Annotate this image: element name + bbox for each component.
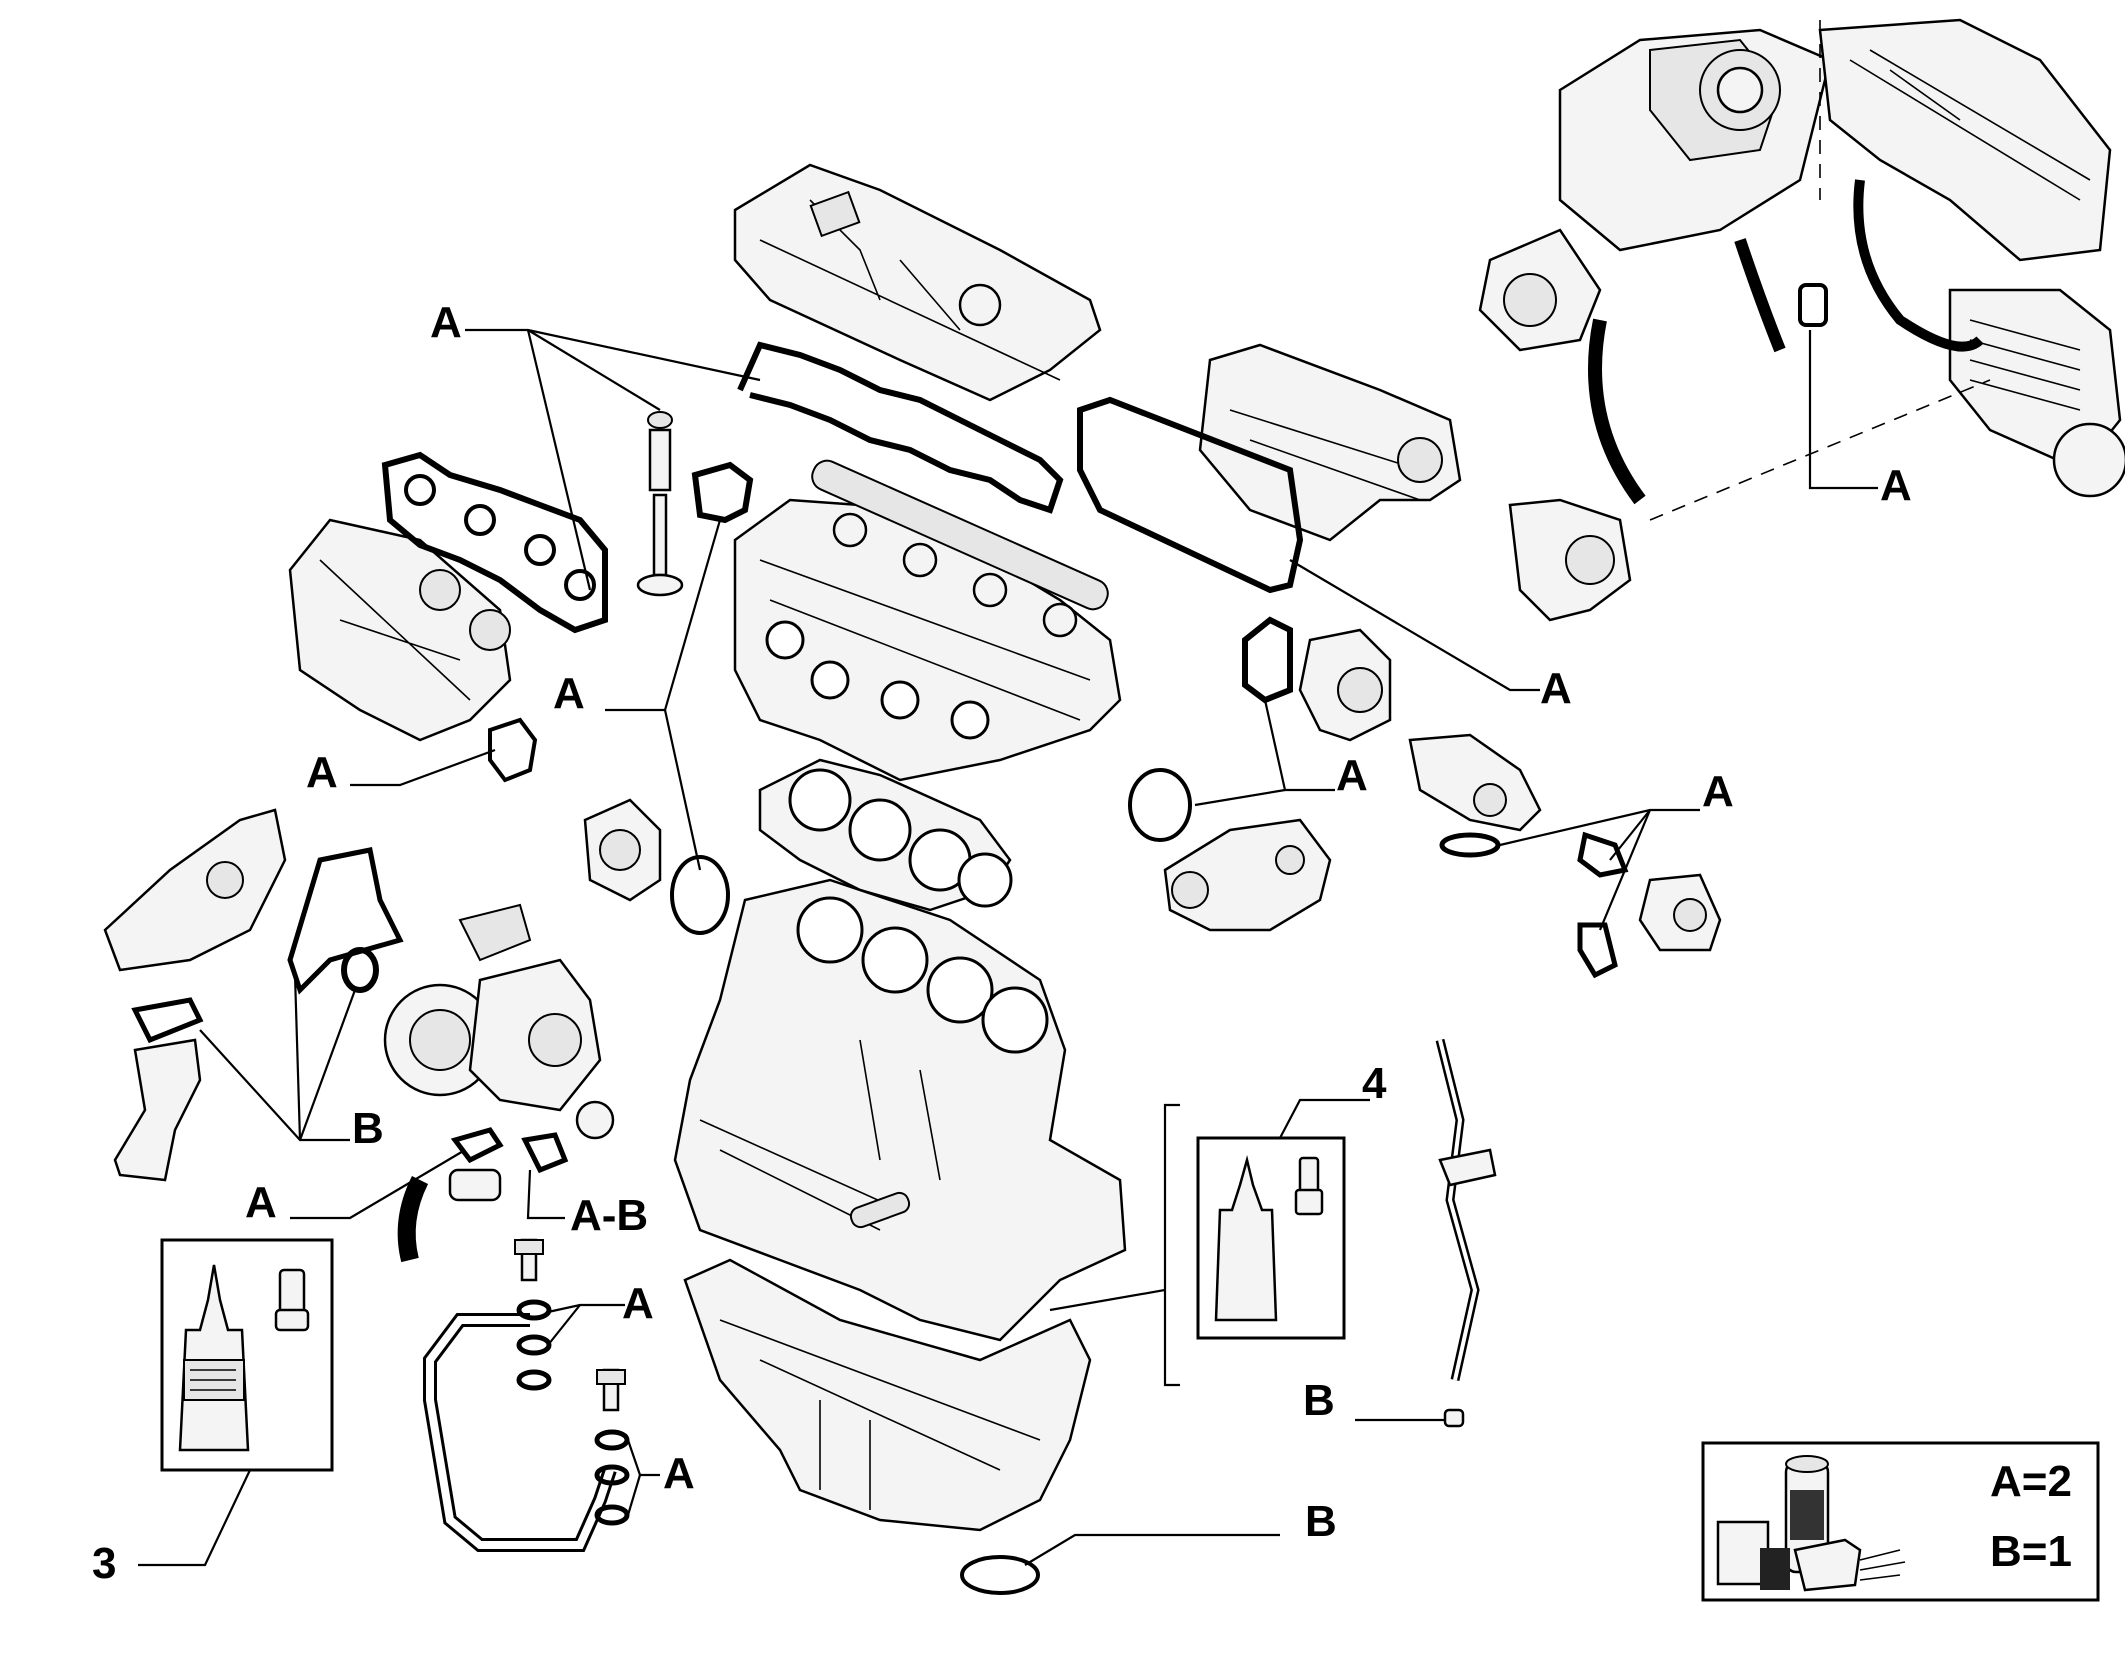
- exhaust-manifold: [288, 518, 512, 742]
- camshaft: [811, 459, 1109, 638]
- turbo-gasket-ab: [521, 1132, 569, 1174]
- sealant-kit-icon: [1716, 1455, 1906, 1592]
- sealant-bottle-icon: [178, 1264, 250, 1452]
- thermostat-housing: [1163, 818, 1332, 932]
- label-a: A: [553, 669, 585, 718]
- turbo-gasket-a: [450, 1127, 504, 1164]
- oil-pan: [683, 1258, 1092, 1532]
- water-pump: [583, 798, 662, 902]
- legend-b-quantity: B=1: [1990, 1527, 2072, 1576]
- egr-gasket-3: [1577, 922, 1618, 979]
- label-a: A: [1880, 461, 1912, 510]
- throttle-body: [1508, 498, 1632, 622]
- sealant-kit-3-box: [160, 1238, 334, 1472]
- oil-pickup-gasket: [131, 997, 204, 1044]
- vacuum-pump: [1298, 628, 1392, 742]
- valve-cover: [733, 163, 1102, 402]
- oil-pickup: [113, 1038, 202, 1182]
- label-kit-4: 4: [1362, 1059, 1387, 1108]
- sealant-kit-4-box: [1196, 1136, 1346, 1340]
- label-a: A: [622, 1279, 654, 1328]
- label-b: B: [1303, 1376, 1335, 1425]
- label-a: A: [245, 1178, 277, 1227]
- cylinder-head-gasket: [758, 758, 1013, 912]
- quantity-legend: A=2 B=1: [1701, 1441, 2100, 1602]
- label-b: B: [1305, 1497, 1337, 1546]
- label-a: A: [663, 1449, 695, 1498]
- thermostat-o-ring: [1128, 768, 1192, 842]
- sealant-bottle-icon: [1214, 1155, 1278, 1322]
- callout-labels: A A A A A A A A A A A-B B B B 3 4: [92, 298, 1912, 1588]
- cylinder-head: [733, 459, 1122, 782]
- nozzle-cap-icon: [1294, 1156, 1324, 1216]
- exhaust-flange-gasket: [488, 717, 538, 783]
- label-a: A: [1336, 751, 1368, 800]
- label-a-b: A-B: [570, 1191, 648, 1240]
- kit-4-bracket: [1049, 1103, 1180, 1387]
- oil-feed-pipe: [423, 1238, 630, 1552]
- exhaust-manifold-gasket: [381, 451, 608, 634]
- label-a: A: [306, 748, 338, 797]
- vacuum-pump-gasket: [1242, 616, 1293, 704]
- dipstick-tube: [1435, 1038, 1497, 1428]
- turbo-oil-return: [397, 1168, 502, 1263]
- turbocharger: [383, 903, 615, 1140]
- valve-cover-gasket: [737, 341, 1064, 514]
- egr-valve: [1408, 733, 1542, 832]
- label-a: A: [1702, 767, 1734, 816]
- label-kit-3: 3: [92, 1539, 116, 1588]
- egr-assembly-inset: [1478, 18, 2125, 521]
- legend-a-quantity: A=2: [1990, 1457, 2072, 1506]
- crankshaft-seal: [341, 947, 379, 993]
- oil-pan-o-ring: [960, 1555, 1040, 1595]
- water-pump-o-ring: [670, 855, 730, 935]
- label-a: A: [430, 298, 462, 347]
- nozzle-cap-icon: [274, 1268, 310, 1332]
- intake-manifold: [1198, 343, 1462, 542]
- leader-lines: [138, 328, 1878, 1567]
- egr-gasket-2: [1577, 831, 1629, 878]
- egr-elbow: [1638, 873, 1722, 952]
- egr-gasket-1: [1439, 832, 1501, 858]
- valve: [636, 411, 684, 597]
- engine-block: [673, 878, 1127, 1342]
- intake-manifold-gasket: [1077, 396, 1304, 594]
- label-a: A: [1540, 664, 1572, 713]
- oil-pump-timing-cover: [103, 808, 287, 972]
- small-flange-gasket: [691, 461, 754, 524]
- label-b: B: [352, 1104, 384, 1153]
